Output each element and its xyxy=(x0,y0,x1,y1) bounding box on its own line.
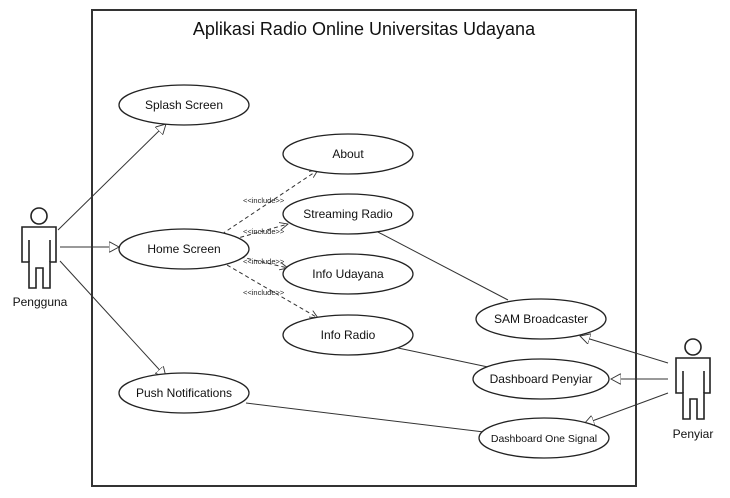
actor-penyiar: Penyiar xyxy=(673,338,714,441)
use-case-dashboard-penyiar: Dashboard Penyiar xyxy=(472,358,610,400)
include-inforadio-line xyxy=(214,257,318,318)
include-relations: <<include>> <<include>> <<include>> <<in… xyxy=(214,170,318,318)
svg-text:Streaming Radio: Streaming Radio xyxy=(303,207,393,221)
svg-text:Splash Screen: Splash Screen xyxy=(145,98,223,112)
use-case-home-screen: Home Screen xyxy=(118,228,250,270)
include-streaming-line xyxy=(219,224,288,244)
use-case-sam-broadcaster: SAM Broadcaster xyxy=(475,298,607,340)
push-dashboard-onesignal-association xyxy=(245,402,485,433)
person-icon xyxy=(675,338,711,420)
system-title: Aplikasi Radio Online Universitas Udayan… xyxy=(193,19,536,39)
include-label-about: <<include>> xyxy=(243,196,285,205)
penyiar-dashboard-onesignal-association xyxy=(584,392,669,424)
pengguna-splash-association xyxy=(57,124,166,231)
svg-text:SAM Broadcaster: SAM Broadcaster xyxy=(494,312,588,326)
penyiar-sam-association xyxy=(580,336,669,364)
actor-pengguna-label: Pengguna xyxy=(13,295,68,309)
use-case-splash-screen: Splash Screen xyxy=(118,84,250,126)
use-case-streaming-radio: Streaming Radio xyxy=(282,193,414,235)
include-label-udayana: <<include>> xyxy=(243,257,285,266)
svg-text:Dashboard One Signal: Dashboard One Signal xyxy=(491,433,597,445)
svg-text:Home Screen: Home Screen xyxy=(147,242,220,256)
svg-text:Push Notifications: Push Notifications xyxy=(136,386,232,400)
svg-text:Info Udayana: Info Udayana xyxy=(312,267,384,281)
svg-text:Dashboard Penyiar: Dashboard Penyiar xyxy=(490,372,593,386)
inforadio-dashboard-penyiar-association xyxy=(397,347,489,368)
svg-text:About: About xyxy=(332,147,364,161)
include-label-streaming: <<include>> xyxy=(243,227,285,236)
include-udayana-line xyxy=(219,251,288,268)
use-case-about: About xyxy=(282,133,414,175)
pengguna-push-association xyxy=(59,260,166,377)
include-label-inforadio: <<include>> xyxy=(243,288,285,297)
use-case-push-notifications: Push Notifications xyxy=(118,372,250,414)
associations xyxy=(57,124,669,433)
person-icon xyxy=(21,207,57,289)
svg-text:Info Radio: Info Radio xyxy=(321,328,376,342)
use-case-info-udayana: Info Udayana xyxy=(282,253,414,295)
use-case-dashboard-one-signal: Dashboard One Signal xyxy=(478,417,610,459)
actor-pengguna: Pengguna xyxy=(13,207,68,309)
streaming-sam-association xyxy=(375,230,509,301)
system-boundary xyxy=(91,9,637,487)
actor-penyiar-label: Penyiar xyxy=(673,427,714,441)
use-case-info-radio: Info Radio xyxy=(282,314,414,356)
